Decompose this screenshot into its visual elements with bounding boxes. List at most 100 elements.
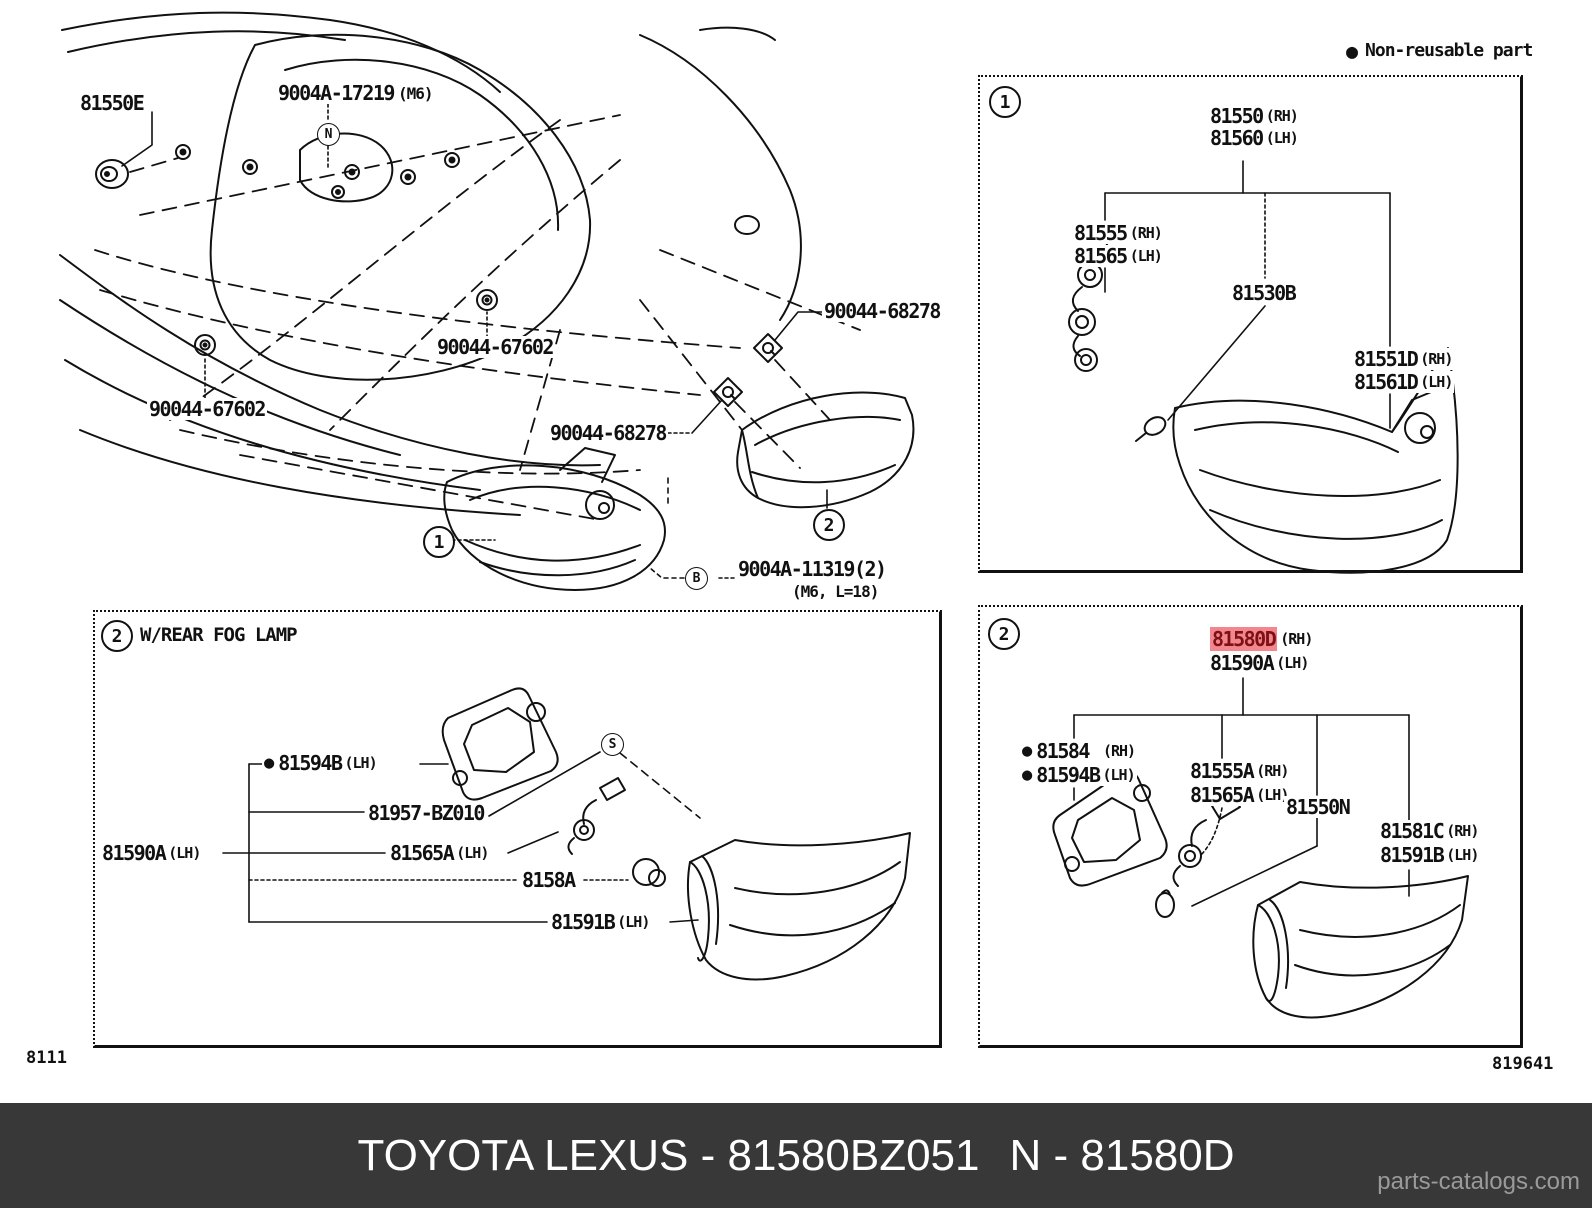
tail-lamp-inner-main <box>736 391 915 509</box>
clip-icon-right <box>753 333 783 363</box>
box3-tree-lines <box>222 751 701 923</box>
callout-2-main: 2 <box>813 509 845 541</box>
part-number: 81550N <box>1286 795 1351 819</box>
part-note: (M6) <box>397 83 434 103</box>
box2-socket <box>1172 793 1241 887</box>
box3-bulb <box>632 858 666 887</box>
part-label-81590A-box3: 81590A (LH) <box>100 841 203 865</box>
part-label-81565A-box2: 81565A (LH) <box>1188 783 1291 807</box>
bolt-icons <box>175 144 460 199</box>
box3-gasket <box>441 687 559 801</box>
part-side: (RH) <box>1102 742 1136 760</box>
watermark-link[interactable]: parts-catalogs.com <box>1377 1168 1580 1195</box>
part-label-81581C: 81581C (RH) <box>1378 819 1481 843</box>
part-label-81565A-box3: 81565A (LH) <box>388 841 491 865</box>
part-number: 81590A <box>102 841 167 865</box>
box3-title: W/REAR FOG LAMP <box>140 624 298 646</box>
non-reusable-bullet-icon: ● <box>1022 764 1033 785</box>
part-label-81594B-box3: ● 81594B (LH) <box>262 751 379 775</box>
part-side: (LH) <box>168 844 201 862</box>
part-label-8158A: 8158A <box>520 868 577 892</box>
part-number: 81591B <box>1380 843 1445 867</box>
part-label-81550: 81550 (RH) <box>1208 104 1300 128</box>
part-side: (LH) <box>617 913 650 931</box>
part-label-90044-67602-mid: 90044-67602 <box>435 335 555 359</box>
part-label-81551D: 81551D (RH) <box>1352 347 1455 371</box>
callout-2-box3: 2 <box>101 620 133 652</box>
non-reusable-bullet-icon: ● <box>1346 38 1358 63</box>
page-code-left: 8111 <box>26 1048 67 1068</box>
part-number: 90044-68278 <box>550 421 667 445</box>
part-number: 81565A <box>1190 783 1255 807</box>
box3-tail-lamp <box>687 832 911 981</box>
part-side: (RH) <box>1280 630 1313 648</box>
part-side: (LH) <box>1102 766 1136 784</box>
part-number: 9004A-11319(2) <box>738 557 887 581</box>
box2-bulb <box>1155 889 1175 918</box>
part-label-90044-68278-mid: 90044-68278 <box>548 421 668 445</box>
marker-b: B <box>685 567 708 590</box>
part-side: (RH) <box>1265 107 1299 125</box>
box3-socket <box>567 777 626 855</box>
footer-title-right: N - 81580D <box>1009 1130 1235 1180</box>
part-label-81594B-box2: ● 81594B (LH) <box>1020 763 1137 787</box>
screw-icon-left <box>194 334 216 356</box>
part-side: (LH) <box>1129 247 1163 265</box>
part-number: 81581C <box>1380 819 1445 843</box>
part-label-81584: ● 81584 (RH) <box>1020 739 1138 763</box>
detail-box-3 <box>93 610 942 1048</box>
part-label-81560: 81560 (LH) <box>1208 126 1300 150</box>
part-label-90044-67602-left: 90044-67602 <box>147 397 267 421</box>
part-label-81550E: 81550E <box>78 91 146 115</box>
part-number: 81590A <box>1210 651 1275 675</box>
grommet-icon <box>95 159 129 189</box>
part-side: (RH) <box>1129 224 1163 242</box>
part-label-81591B-box2: 81591B (LH) <box>1378 843 1481 867</box>
box1-bulb <box>1135 416 1167 442</box>
screw-icon-mid <box>476 289 498 311</box>
part-side: (LH) <box>1420 373 1453 391</box>
part-number: 81584 <box>1036 739 1090 763</box>
non-reusable-bullet-icon: ● <box>1022 740 1033 761</box>
box2-tree-lines <box>1073 677 1410 907</box>
part-number: 81555 <box>1074 221 1128 245</box>
part-label-81555A: 81555A (RH) <box>1188 759 1291 783</box>
tail-lamp-outer-main <box>443 447 666 591</box>
part-number: 81591B <box>551 910 616 934</box>
part-number: 81561D <box>1354 370 1419 394</box>
part-label-9004A-17219: 9004A-17219 (M6) <box>276 81 435 105</box>
part-number: 81530B <box>1232 281 1297 305</box>
part-label-81590A-box2: 81590A (LH) <box>1208 651 1311 675</box>
part-number: 9004A-17219 <box>278 81 395 105</box>
marker-n: N <box>317 123 340 146</box>
part-number: 81594B <box>1036 763 1101 787</box>
part-number: 90044-67602 <box>437 335 554 359</box>
legend-non-reusable: ● Non-reusable part <box>1346 38 1533 63</box>
part-number: 90044-68278 <box>824 299 941 323</box>
part-label-81550N: 81550N <box>1284 795 1352 819</box>
part-note: (M6, L=18) <box>792 581 879 601</box>
part-number: 81565 <box>1074 244 1128 268</box>
part-side: (LH) <box>456 844 489 862</box>
part-number: 81550E <box>80 91 145 115</box>
part-side: (LH) <box>1276 654 1309 672</box>
part-number: 81550 <box>1210 104 1264 128</box>
part-label-81591B-box3: 81591B (LH) <box>549 910 652 934</box>
part-side: (LH) <box>344 754 378 772</box>
part-side: (LH) <box>1446 846 1479 864</box>
non-reusable-bullet-icon: ● <box>264 752 275 773</box>
marker-s: S <box>601 733 624 756</box>
page-code-right: 819641 <box>1492 1054 1554 1074</box>
part-side: (LH) <box>1265 129 1299 147</box>
part-side: (RH) <box>1420 350 1453 368</box>
part-label-81530B: 81530B <box>1230 281 1298 305</box>
part-number: 90044-67602 <box>149 397 266 421</box>
part-label-81555: 81555 (RH) <box>1072 221 1164 245</box>
part-label-90044-68278-right: 90044-68278 <box>822 299 942 323</box>
part-label-9004A-11319: 9004A-11319(2) <box>736 557 888 581</box>
callout-1-box1: 1 <box>989 86 1021 118</box>
box1-tail-lamp <box>1172 347 1459 574</box>
part-number: 81555A <box>1190 759 1255 783</box>
